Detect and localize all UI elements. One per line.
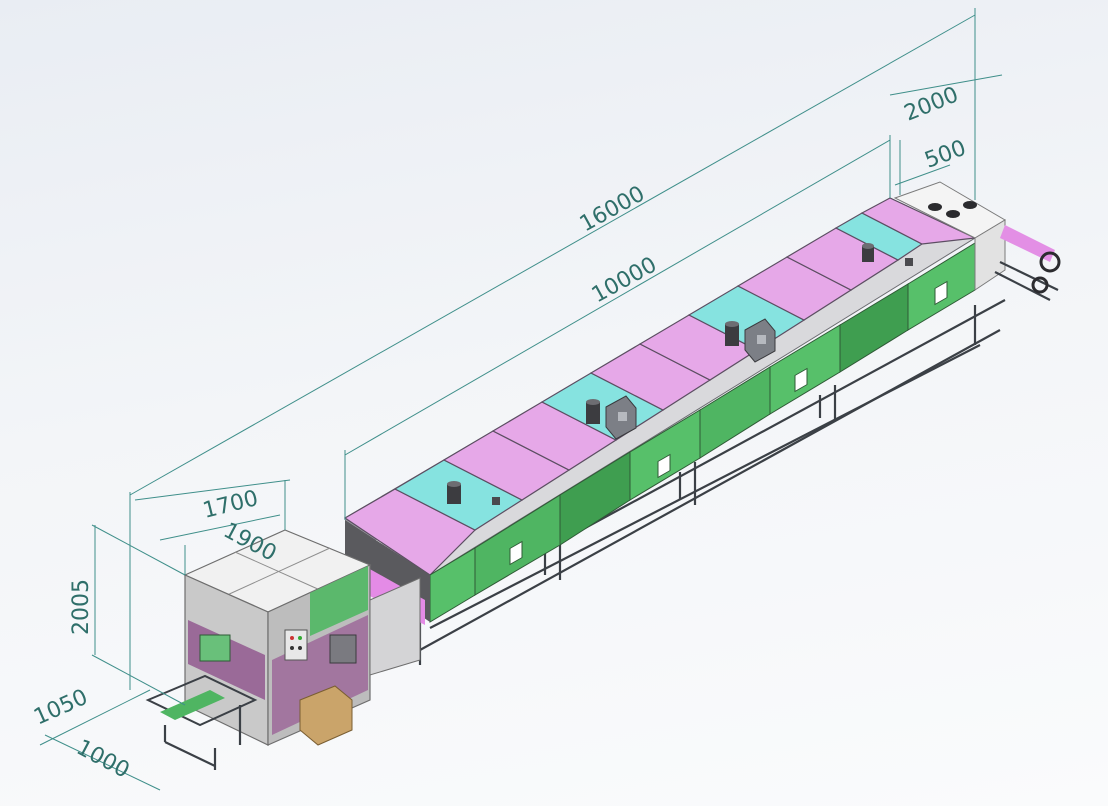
fan-motor-icon <box>725 321 739 346</box>
panel-window <box>934 280 948 306</box>
dim-label-conveyor-length: 1000 <box>72 735 133 783</box>
small-bracket <box>492 497 500 505</box>
infeed-conveyor <box>145 674 258 770</box>
exhaust-port-icon <box>946 210 960 218</box>
exhaust-port-icon <box>928 203 942 211</box>
panel-window <box>794 367 808 393</box>
gear-wheel-icon <box>1031 276 1049 294</box>
fan-motor-icon <box>862 243 874 262</box>
panel-window <box>657 453 671 479</box>
dim-label-overall-length: 16000 <box>576 181 649 237</box>
control-box-icon <box>744 318 776 363</box>
dim-label-machine-height: 2005 <box>69 579 94 635</box>
gear-wheel-icon <box>1039 251 1061 273</box>
oven-side-panels <box>429 242 976 623</box>
dim-label-exhaust-section: 500 <box>922 136 970 174</box>
control-box-icon <box>605 395 637 440</box>
exhaust-port-icon <box>963 201 977 209</box>
fan-motor-icon <box>586 399 600 424</box>
dim-label-outlet-length: 2000 <box>901 82 962 126</box>
fan-motor-icon <box>447 481 461 504</box>
transfer-link <box>369 577 421 676</box>
dimension-lines <box>39 8 1003 791</box>
panel-window <box>509 540 523 566</box>
small-bracket <box>905 258 913 266</box>
outlet-conveyor <box>994 225 1061 301</box>
roof-equipment <box>447 243 913 505</box>
cardboard-box <box>299 685 353 746</box>
inlet-machine <box>183 529 372 746</box>
dim-label-oven-length: 10000 <box>588 252 661 308</box>
